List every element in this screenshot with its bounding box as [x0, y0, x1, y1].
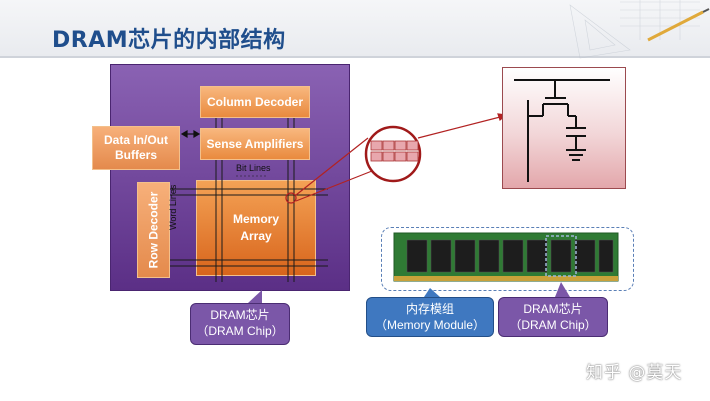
dram-chip-tag: DRAM芯片 （DRAM Chip）: [190, 303, 290, 345]
row-decoder-block: Row Decoder: [137, 182, 170, 278]
title-band: [0, 0, 710, 56]
dram-cell-schematic: [502, 67, 626, 189]
dram-chip-tag-2: DRAM芯片 （DRAM Chip）: [498, 297, 608, 337]
column-decoder-block: Column Decoder: [200, 86, 310, 118]
memory-module-tag-cn: 内存模组: [405, 302, 454, 316]
gold-contacts: [394, 276, 618, 281]
data-bus-arrow: [180, 129, 201, 139]
bit-lines-label: Bit Lines: [236, 163, 271, 173]
dram-chip-tag-2-en: （DRAM Chip）: [509, 318, 597, 332]
dram-chip-tag-2-pointer: [555, 282, 570, 297]
data-buffers-label-2: Buffers: [114, 148, 157, 162]
column-decoder-label: Column Decoder: [206, 95, 303, 109]
drafting-tools-decoration: [569, 0, 710, 59]
selected-cell-marker: [285, 192, 297, 204]
memory-module-tag-en: （Memory Module）: [374, 318, 486, 332]
dram-chip-tag-en: （DRAM Chip）: [196, 324, 284, 338]
memory-array-label-2: Array: [240, 229, 272, 243]
memory-module-tag-pointer: [424, 288, 440, 297]
page-title: DRAM芯片的内部结构: [52, 28, 286, 53]
sense-amplifiers-label: Sense Amplifiers: [206, 137, 304, 151]
dram-chip-tag-pointer: [248, 290, 262, 303]
module-chips: [406, 239, 614, 273]
word-lines: [170, 188, 328, 267]
title-separator: [0, 56, 710, 58]
memory-array-label-1: Memory: [232, 212, 279, 226]
watermark: 知乎 @莫天: [586, 363, 683, 383]
memory-module-tag: 内存模组 （Memory Module）: [366, 297, 494, 337]
dram-chip-tag-cn: DRAM芯片: [210, 308, 270, 322]
zoom-connectors: [295, 113, 508, 202]
highlighted-chip: [545, 235, 577, 277]
sense-amplifiers-block: Sense Amplifiers: [200, 128, 310, 160]
bit-lines: [215, 118, 295, 282]
data-buffers-label-1: Data In/Out: [103, 133, 168, 147]
memory-module-frame: [381, 227, 634, 291]
data-buffers-block: Data In/Out Buffers: [92, 126, 180, 170]
dram-chip-tag-2-cn: DRAM芯片: [523, 302, 583, 316]
zoom-cells-grid: [370, 140, 419, 162]
